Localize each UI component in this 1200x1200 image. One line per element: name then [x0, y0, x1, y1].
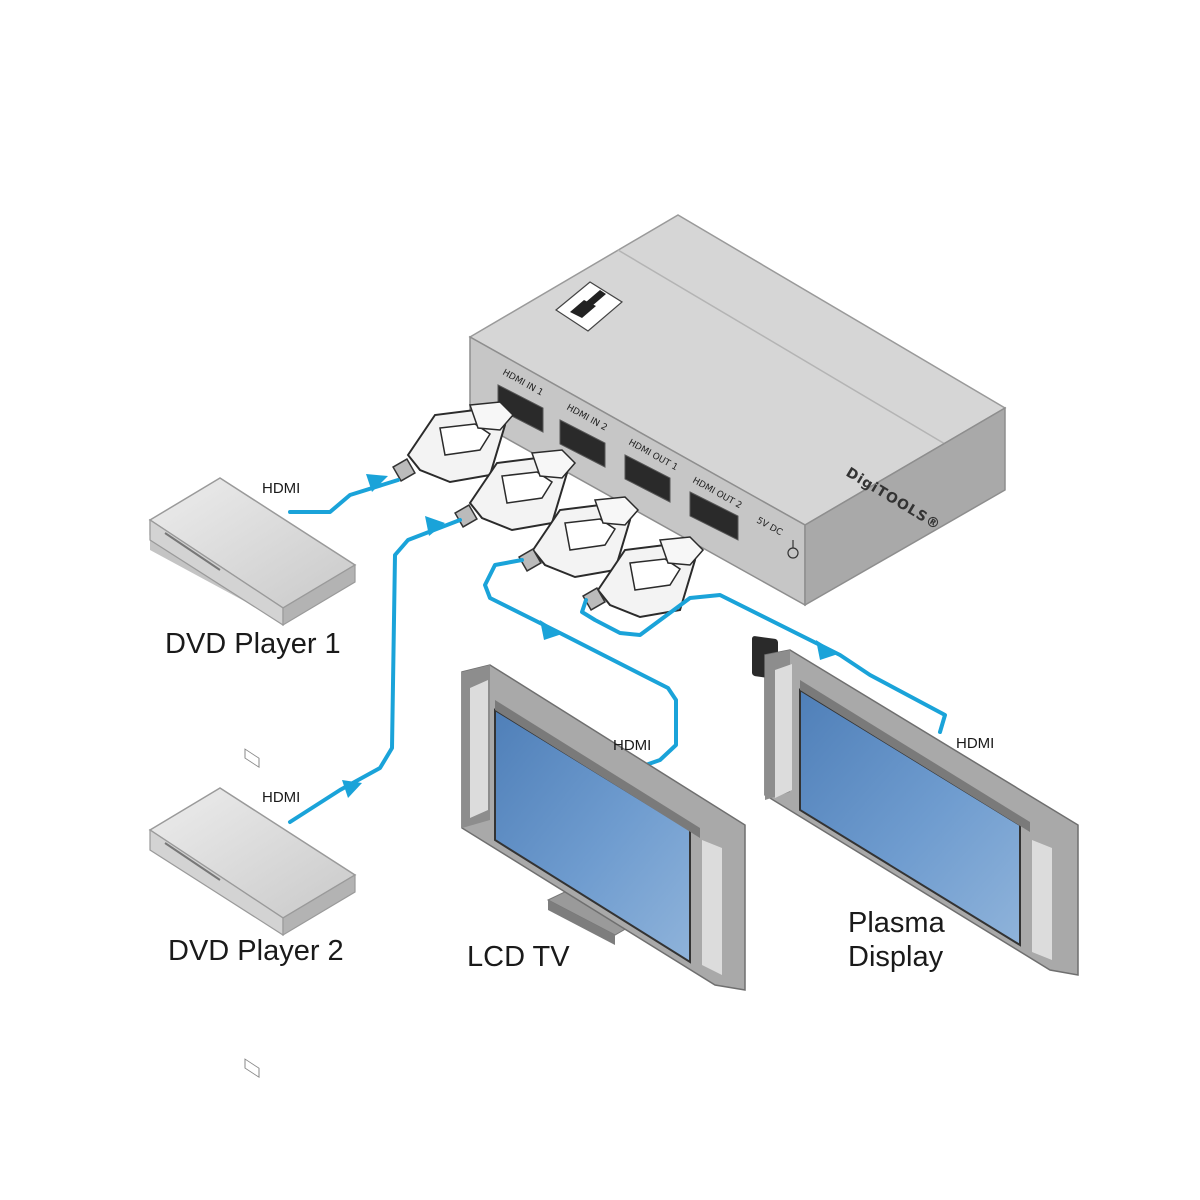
cable-plasma [580, 593, 947, 734]
cable-label-lcd: HDMI [613, 737, 651, 754]
label-dvd-player-2: DVD Player 2 [168, 935, 344, 967]
label-plasma-line2: Display [848, 941, 944, 973]
switcher-device: DigiTOOLS® HDMI IN 1 HDMI IN 2 HDMI OUT … [468, 214, 1007, 679]
plasma-display [764, 649, 1079, 976]
hdmi-plug-in-2 [454, 449, 577, 532]
lcd-tv [461, 664, 746, 991]
ground-icon [787, 540, 799, 559]
label-dvd-player-1: DVD Player 1 [165, 628, 341, 660]
label-plasma-line1: Plasma [848, 907, 946, 939]
cable-dvd1 [288, 474, 400, 514]
dvd-player-1 [148, 477, 357, 769]
switcher-side [804, 406, 1006, 607]
hdmi-plug-out-2 [582, 536, 705, 619]
dvd-player-2 [148, 787, 357, 1079]
label-lcd-tv: LCD TV [467, 941, 570, 973]
cable-lcd [483, 558, 678, 769]
cable-label-dvd1: HDMI [262, 480, 300, 497]
hdmi-plug-out-1 [518, 496, 640, 579]
cable-dvd2 [288, 516, 462, 824]
cable-label-plasma: HDMI [956, 735, 994, 752]
hdmi-plug-in-1 [392, 401, 515, 484]
cable-label-dvd2: HDMI [262, 789, 300, 806]
switcher-top-seam [617, 249, 946, 445]
kramer-logo [554, 281, 624, 332]
